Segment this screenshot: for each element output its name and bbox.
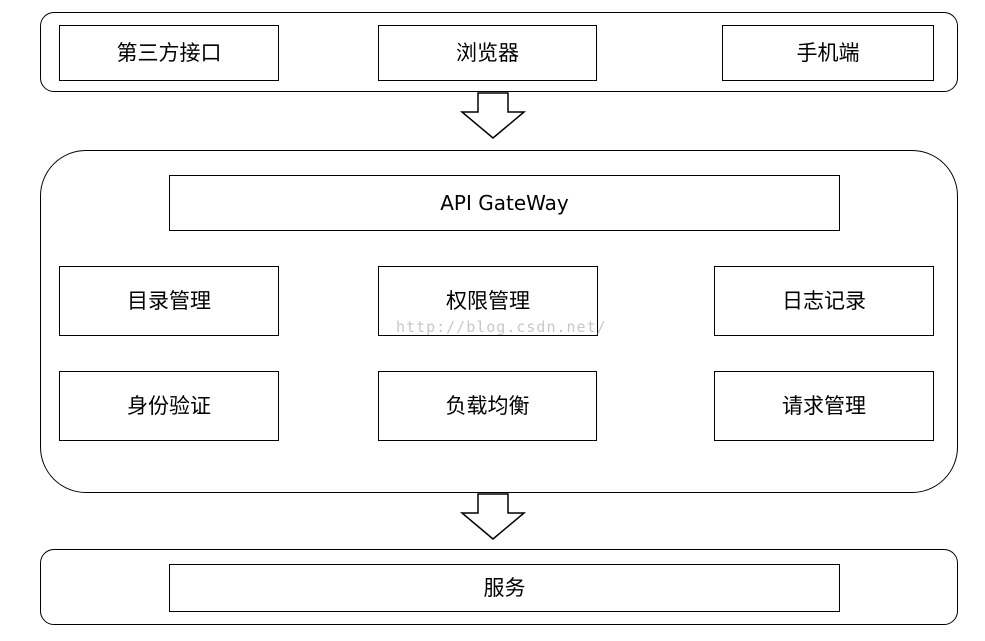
client-label-mobile: 手机端 — [796, 40, 860, 65]
client-label-browser: 浏览器 — [456, 40, 519, 65]
service-label: 服务 — [483, 575, 526, 600]
client-box-third-party-api: 第三方接口 — [59, 25, 279, 81]
client-label-third-party-api: 第三方接口 — [116, 40, 222, 65]
gateway-title-box: API GateWay — [169, 175, 840, 231]
module-label-permission-management: 权限管理 — [446, 288, 530, 313]
module-label-authentication: 身份验证 — [127, 393, 211, 418]
down-arrow-icon — [459, 493, 527, 540]
module-box-authentication: 身份验证 — [59, 371, 279, 441]
module-box-directory-management: 目录管理 — [59, 266, 279, 336]
service-box: 服务 — [169, 564, 840, 612]
down-arrow-icon — [459, 92, 527, 139]
watermark-text: http://blog.csdn.net/ — [396, 318, 607, 336]
module-label-load-balancing: 负载均衡 — [445, 393, 530, 418]
module-label-request-management: 请求管理 — [782, 393, 866, 418]
module-box-permission-management: 权限管理 — [378, 266, 598, 336]
client-box-browser: 浏览器 — [378, 25, 597, 81]
module-box-logging: 日志记录 — [714, 266, 934, 336]
module-box-load-balancing: 负载均衡 — [378, 371, 597, 441]
module-label-directory-management: 目录管理 — [127, 288, 211, 313]
module-label-logging: 日志记录 — [782, 288, 866, 313]
gateway-title: API GateWay — [440, 191, 569, 215]
client-box-mobile: 手机端 — [722, 25, 934, 81]
module-box-request-management: 请求管理 — [714, 371, 934, 441]
